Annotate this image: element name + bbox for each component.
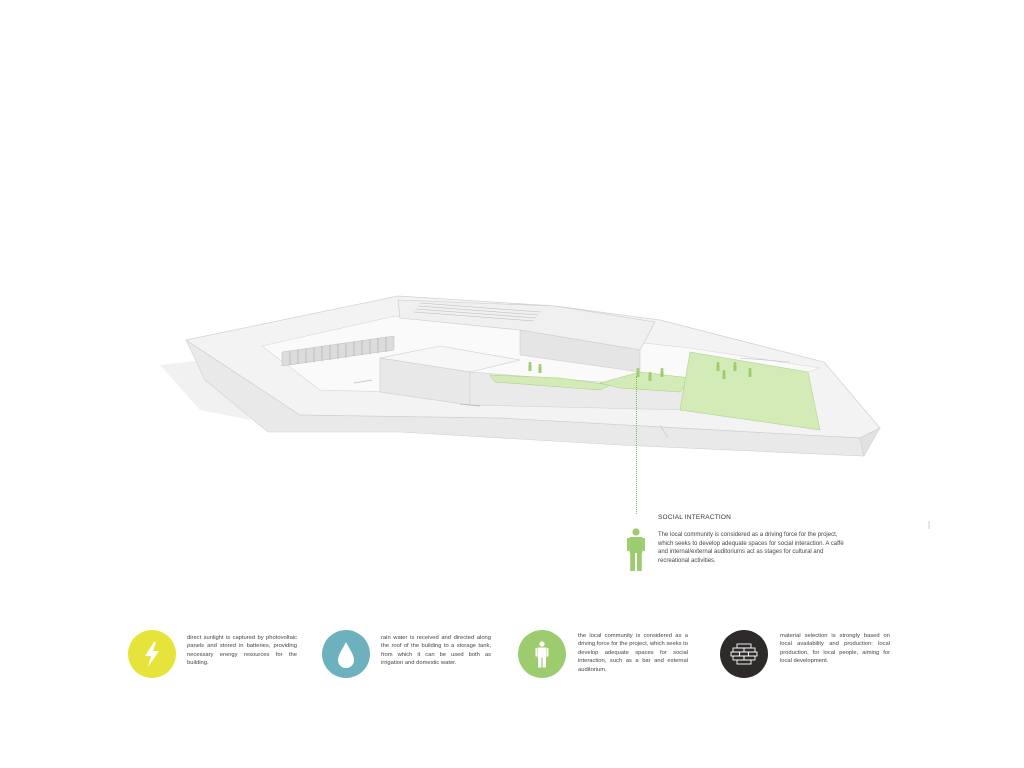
lawn-small — [489, 374, 611, 391]
base-edge-detail — [659, 424, 669, 439]
pv-panels — [413, 302, 541, 322]
brick-wall-icon — [720, 630, 768, 678]
callout-text: The local community is considered as a d… — [658, 532, 844, 564]
lightning-icon — [128, 630, 176, 678]
feature-text-energy: direct sunlight is captured by photovolt… — [187, 635, 297, 667]
water-drop-icon — [322, 630, 370, 678]
callout-leader-line — [636, 376, 637, 514]
roof-edge-detail — [739, 357, 791, 363]
person-icon — [518, 630, 566, 678]
louver-lines — [289, 337, 387, 365]
feature-text-community: the local community is considered as a d… — [578, 633, 688, 673]
page-edge-mark — [928, 521, 930, 529]
callout-title: SOCIAL INTERACTION — [658, 514, 732, 521]
person-icon — [627, 528, 645, 577]
feature-text-materials: material selection is strongly based on … — [780, 633, 890, 665]
ledge-detail — [353, 379, 373, 384]
sill-detail — [459, 403, 481, 407]
feature-text-water: rain water is received and directed alon… — [381, 635, 491, 667]
people-silhouettes — [528, 362, 752, 381]
lawn-large — [679, 351, 821, 431]
